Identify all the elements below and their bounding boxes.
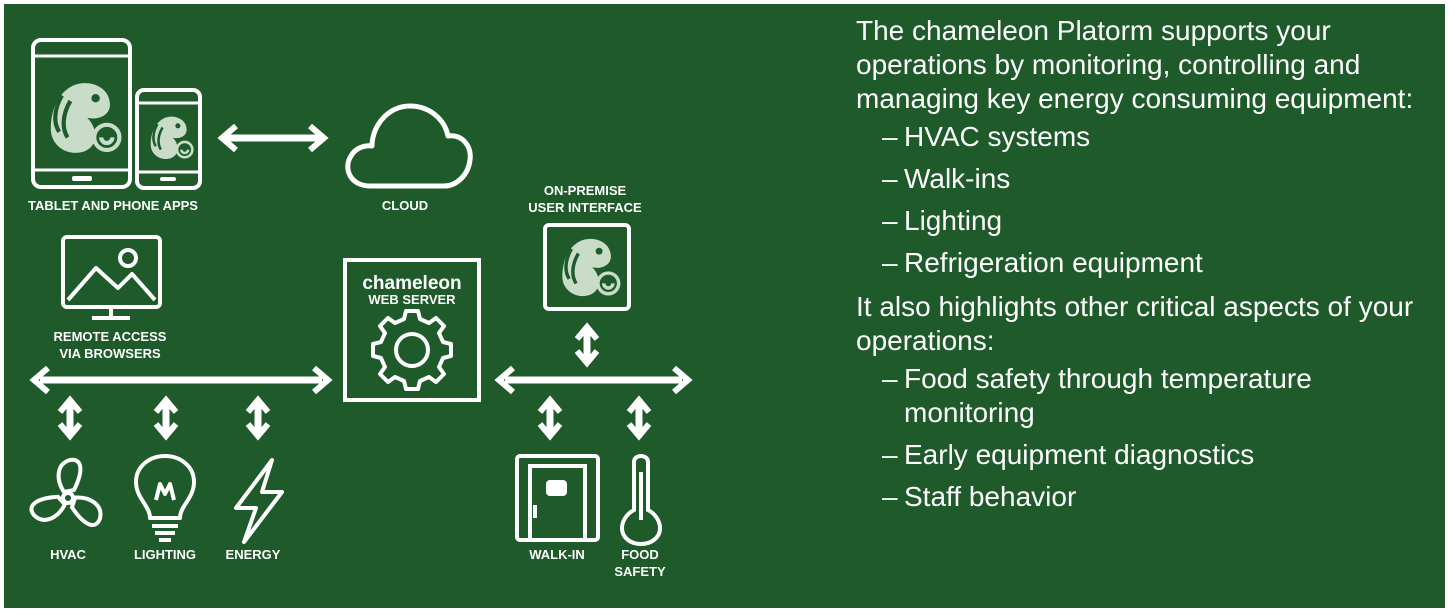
phone-icon xyxy=(135,88,202,190)
thermometer-icon xyxy=(619,454,663,547)
intro-paragraph: The chameleon Platorm supports your oper… xyxy=(856,15,1414,114)
energy-label: ENERGY xyxy=(226,547,281,562)
lighting-vertical-arrow xyxy=(156,400,176,436)
hvac-vertical-arrow xyxy=(60,400,80,436)
gear-icon xyxy=(371,309,453,391)
food-vertical-arrow xyxy=(629,400,649,436)
walkin-door-icon xyxy=(515,454,600,542)
list-item: Staff behavior xyxy=(882,480,1436,514)
tablet-icon xyxy=(31,38,132,189)
lightbulb-icon xyxy=(134,454,196,542)
cloud-icon xyxy=(345,103,473,189)
left-bus-arrow xyxy=(29,365,333,395)
cloud-label: CLOUD xyxy=(382,198,428,213)
web-server-box xyxy=(343,258,481,402)
list-item: Walk-ins xyxy=(882,162,1436,196)
lighting-label: LIGHTING xyxy=(134,547,196,562)
apps-cloud-arrow xyxy=(217,123,329,153)
server-brand: chameleon xyxy=(362,273,461,294)
onprem-vertical-arrow xyxy=(577,327,597,363)
right-bus-arrow xyxy=(494,365,693,395)
onprem-label-line1: ON-PREMISE xyxy=(544,183,627,198)
list-item: Lighting xyxy=(882,204,1436,238)
remote-label-line2: VIA BROWSERS xyxy=(59,346,161,361)
onprem-screen-icon xyxy=(543,223,631,311)
server-label: WEB SERVER xyxy=(368,292,456,307)
lightning-bolt-icon xyxy=(234,458,284,544)
walkin-label: WALK-IN xyxy=(529,547,585,562)
aspects-list: Food safety through temperature monitori… xyxy=(856,362,1436,514)
list-item: Refrigeration equipment xyxy=(882,246,1436,280)
hvac-label: HVAC xyxy=(50,547,86,562)
platform-diagram: TABLET AND PHONE APPS CLOUD REMOTE ACCES… xyxy=(28,38,693,579)
equipment-list: HVAC systems Walk-ins Lighting Refrigera… xyxy=(856,120,1436,280)
list-item: HVAC systems xyxy=(882,120,1436,154)
list-item: Early equipment diagnostics xyxy=(882,438,1436,472)
description-text: The chameleon Platorm supports your oper… xyxy=(856,14,1436,522)
walkin-vertical-arrow xyxy=(540,400,560,436)
tablet-label: TABLET AND PHONE APPS xyxy=(28,198,198,213)
food-label-line2: SAFETY xyxy=(614,564,666,579)
energy-vertical-arrow xyxy=(248,400,268,436)
list-item: Food safety through temperature monitori… xyxy=(882,362,1436,430)
onprem-label-line2: USER INTERFACE xyxy=(528,200,642,215)
remote-label-line1: REMOTE ACCESS xyxy=(54,329,167,344)
also-paragraph: It also highlights other critical aspect… xyxy=(856,291,1414,356)
monitor-icon xyxy=(61,235,162,320)
fan-icon xyxy=(29,457,103,527)
food-label-line1: FOOD xyxy=(621,547,659,562)
